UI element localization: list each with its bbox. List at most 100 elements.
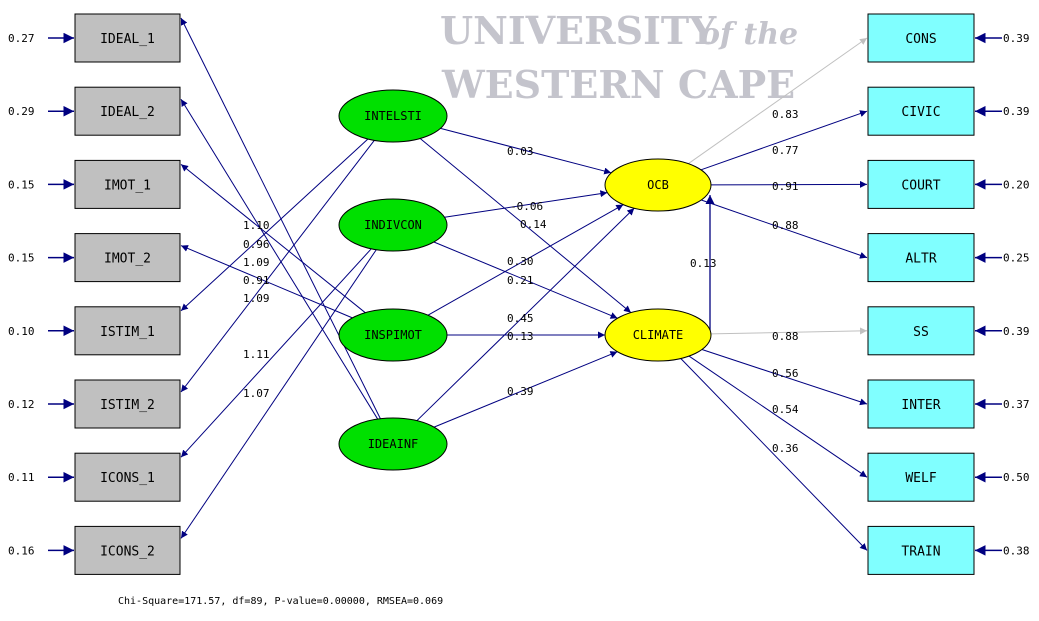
loading-arrow-ocb-cons bbox=[688, 37, 868, 165]
error-variance-train: 0.38 bbox=[1003, 544, 1030, 557]
latent-oval-inspimot bbox=[338, 308, 448, 362]
indicator-box-welf bbox=[867, 452, 975, 502]
error-variance-imot-1: 0.15 bbox=[8, 178, 35, 191]
path-value-indivcon-climate: 0.30 bbox=[507, 255, 534, 268]
loading-value-ideainf-ideal-2: 1.11 bbox=[243, 348, 270, 361]
loading-arrow-climate-ss bbox=[710, 327, 868, 335]
path-arrow-ideainf-climate bbox=[433, 351, 618, 428]
loading-value-inspimot-imot-1: 1.09 bbox=[243, 256, 270, 269]
indicator-box-ideal-2 bbox=[74, 86, 181, 136]
latent-oval-ocb bbox=[604, 158, 712, 212]
labels-layer: 1.100.961.090.911.091.111.070.03-0.060.1… bbox=[8, 32, 1030, 557]
indicator-label-train: TRAIN bbox=[901, 544, 940, 559]
indicator-label-ideal-1: IDEAL_1 bbox=[100, 32, 155, 47]
loading-value-climate-welf: 0.54 bbox=[772, 403, 799, 416]
fit-statistics: Chi-Square=171.57, df=89, P-value=0.0000… bbox=[118, 596, 444, 607]
loading-value-climate-ss: 0.88 bbox=[772, 330, 799, 343]
indicator-box-ss bbox=[867, 306, 975, 356]
loading-value-climate-inter: 0.56 bbox=[772, 367, 799, 380]
loading-value-ideainf-ideal-1: 1.09 bbox=[243, 292, 270, 305]
loading-value-ocb-altr: 0.88 bbox=[772, 219, 799, 232]
error-variance-inter: 0.37 bbox=[1003, 398, 1030, 411]
path-value-intelsti-ocb: 0.03 bbox=[507, 145, 534, 158]
error-variance-istim-2: 0.12 bbox=[8, 398, 35, 411]
indicator-label-istim-1: ISTIM_1 bbox=[100, 325, 155, 340]
loading-arrow-indivcon-icons-2 bbox=[180, 249, 377, 539]
latent-label-climate: CLIMATE bbox=[633, 328, 684, 342]
path-arrow-inspimot-ocb bbox=[427, 204, 624, 316]
indicator-label-civic: CIVIC bbox=[901, 105, 940, 120]
loading-arrow-ocb-civic bbox=[700, 110, 868, 171]
loading-value-intelsti-istim-1: 1.10 bbox=[243, 219, 270, 232]
loading-value-inspimot-imot-2: 0.91 bbox=[243, 274, 270, 287]
loading-value-ocb-cons: 0.83 bbox=[772, 108, 799, 121]
edges-layer bbox=[48, 17, 1002, 556]
indicator-label-icons-1: ICONS_1 bbox=[100, 471, 155, 486]
error-variance-istim-1: 0.10 bbox=[8, 325, 35, 338]
path-arrow-intelsti-climate bbox=[419, 138, 632, 314]
error-variance-cons: 0.39 bbox=[1003, 32, 1030, 45]
path-value-inspimot-climate: 0.13 bbox=[507, 330, 534, 343]
path-value-climate-ocb: 0.13 bbox=[690, 257, 717, 270]
loading-arrow-indivcon-icons-1 bbox=[180, 248, 372, 458]
latent-label-intelsti: INTELSTI bbox=[364, 109, 422, 123]
error-variance-welf: 0.50 bbox=[1003, 471, 1030, 484]
error-variance-civic: 0.39 bbox=[1003, 105, 1030, 118]
indicator-box-icons-2 bbox=[74, 525, 181, 575]
indicator-box-istim-1 bbox=[74, 306, 181, 356]
indicator-box-imot-1 bbox=[74, 159, 181, 209]
indicator-label-court: COURT bbox=[901, 178, 940, 193]
indicator-box-civic bbox=[867, 86, 975, 136]
nodes-layer: IDEAL_1IDEAL_2IMOT_1IMOT_2ISTIM_1ISTIM_2… bbox=[74, 13, 975, 575]
latent-oval-intelsti bbox=[338, 89, 448, 143]
indicator-label-imot-2: IMOT_2 bbox=[104, 252, 151, 267]
path-value-ideainf-ocb: 0.45 bbox=[507, 312, 534, 325]
error-variance-court: 0.20 bbox=[1003, 178, 1030, 191]
loading-value-ocb-court: 0.91 bbox=[772, 180, 799, 193]
path-arrow-intelsti-ocb bbox=[440, 127, 612, 175]
indicator-label-ss: SS bbox=[913, 325, 929, 340]
loading-value-climate-train: 0.36 bbox=[772, 442, 799, 455]
loading-arrow-climate-inter bbox=[701, 349, 868, 406]
loading-value-intelsti-istim-2: 0.96 bbox=[243, 238, 270, 251]
indicator-label-welf: WELF bbox=[905, 471, 936, 486]
loading-value-ocb-civic: 0.77 bbox=[772, 144, 799, 157]
latent-oval-ideainf bbox=[338, 417, 448, 471]
indicator-box-istim-2 bbox=[74, 379, 181, 429]
path-value-ideainf-climate: 0.39 bbox=[507, 385, 534, 398]
indicator-label-icons-2: ICONS_2 bbox=[100, 544, 155, 559]
latent-label-ocb: OCB bbox=[647, 178, 669, 192]
indicator-box-altr bbox=[867, 233, 975, 283]
path-value-inspimot-ocb: 0.21 bbox=[507, 274, 534, 287]
loading-arrow-ideainf-ideal-2 bbox=[180, 98, 379, 420]
loading-arrow-climate-welf bbox=[688, 355, 868, 478]
error-variance-ideal-1: 0.27 bbox=[8, 32, 35, 45]
indicator-label-ideal-2: IDEAL_2 bbox=[100, 105, 155, 120]
indicator-label-inter: INTER bbox=[901, 398, 940, 413]
error-variance-imot-2: 0.15 bbox=[8, 252, 35, 265]
loading-arrow-climate-train bbox=[680, 358, 868, 551]
indicator-label-altr: ALTR bbox=[905, 252, 936, 267]
path-arrow-ideainf-ocb bbox=[416, 207, 635, 422]
indicator-box-train bbox=[867, 525, 975, 575]
latent-label-ideainf: IDEAINF bbox=[368, 437, 419, 451]
loading-arrow-ideainf-ideal-1 bbox=[180, 17, 381, 419]
indicator-box-inter bbox=[867, 379, 975, 429]
latent-label-indivcon: INDIVCON bbox=[364, 218, 422, 232]
indicator-box-cons bbox=[867, 13, 975, 63]
loading-arrow-inspimot-imot-1 bbox=[180, 164, 366, 314]
path-arrow-indivcon-ocb bbox=[444, 190, 608, 218]
error-variance-ideal-2: 0.29 bbox=[8, 105, 35, 118]
loading-arrow-intelsti-istim-1 bbox=[180, 138, 369, 312]
latent-oval-climate bbox=[604, 308, 712, 362]
indicator-box-ideal-1 bbox=[74, 13, 181, 63]
path-value-intelsti-climate: 0.14 bbox=[520, 218, 547, 231]
indicator-box-imot-2 bbox=[74, 233, 181, 283]
error-variance-ss: 0.39 bbox=[1003, 325, 1030, 338]
path-arrow-indivcon-climate bbox=[433, 241, 618, 319]
latent-oval-indivcon bbox=[338, 198, 448, 252]
indicator-label-istim-2: ISTIM_2 bbox=[100, 398, 155, 413]
indicator-box-icons-1 bbox=[74, 452, 181, 502]
indicator-label-imot-1: IMOT_1 bbox=[104, 178, 151, 193]
